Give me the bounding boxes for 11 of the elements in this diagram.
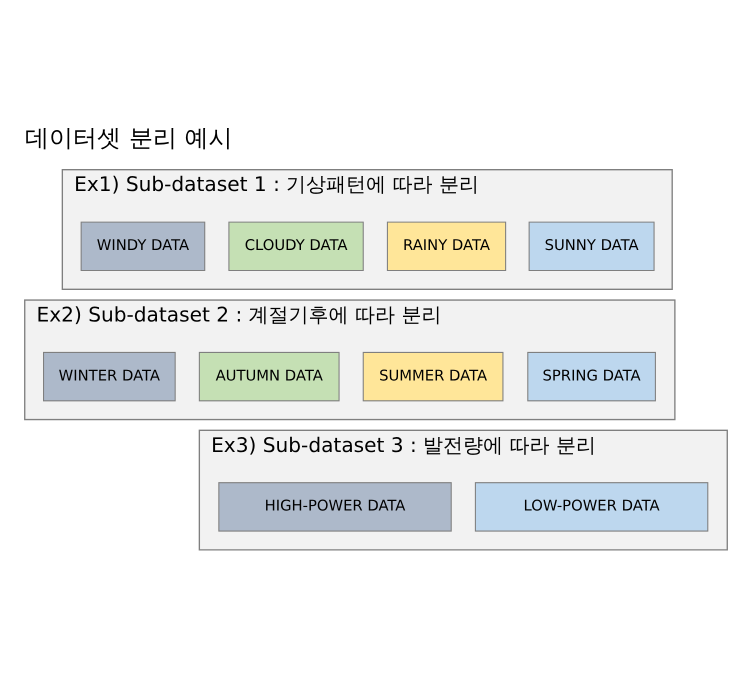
node-box: WINDY DATA: [80, 222, 206, 272]
node-box: CLOUDY DATA: [228, 222, 364, 272]
diagram-title: 데이터셋 분리 예시: [25, 124, 233, 152]
node-box: WINTER DATA: [43, 352, 176, 402]
node-box: AUTUMN DATA: [198, 352, 340, 402]
node-box: SUMMER DATA: [362, 352, 504, 402]
node-box: SPRING DATA: [527, 352, 656, 402]
node-box: HIGH-POWER DATA: [218, 482, 452, 532]
node-box: RAINY DATA: [386, 222, 506, 272]
node-box: SUNNY DATA: [528, 222, 655, 272]
node-box: LOW-POWER DATA: [474, 482, 708, 532]
